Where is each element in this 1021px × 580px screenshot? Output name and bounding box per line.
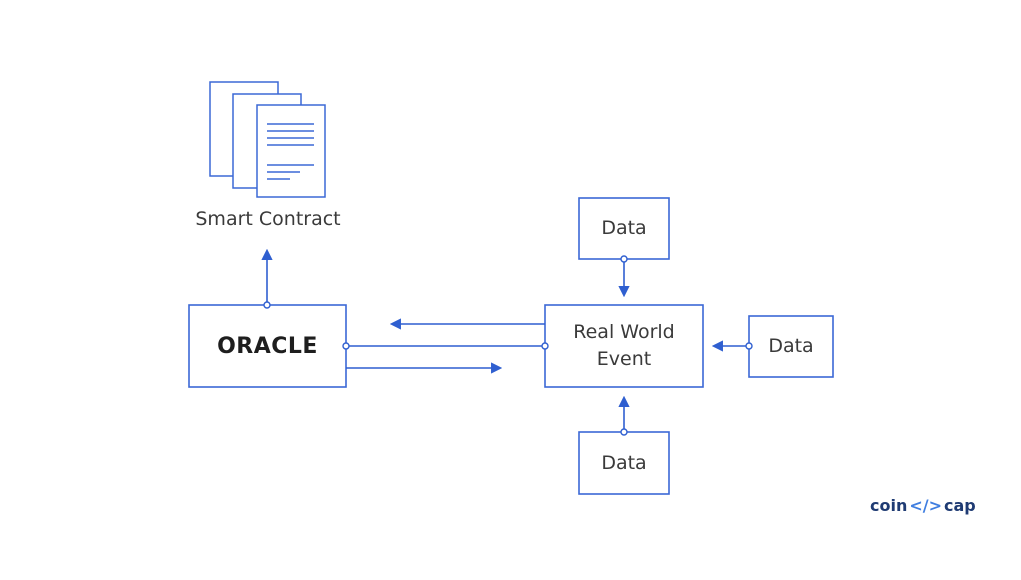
data-box-bottom [578,431,670,495]
coincap-logo: coin </> cap [870,496,976,515]
data-right-label: Data [768,335,814,357]
data-bottom-label: Data [601,451,647,474]
smart-contract-label: Smart Contract [195,208,341,230]
data-box-right [748,315,834,378]
oracle-box [188,304,347,388]
data-box-top [578,197,670,260]
data-top-label: Data [601,217,647,239]
logo-text-coin: coin [870,496,908,515]
oracle-top-connector [263,301,271,309]
document-sheet-front [256,104,326,198]
data-bottom-connector [620,428,628,436]
oracle-right-connector [342,342,350,350]
logo-text-cap: cap [944,496,976,515]
logo-code-glyph: </> [909,496,943,515]
oracle-label: ORACLE [217,333,318,359]
data-right-connector [745,342,753,350]
smart-contract-icon [209,81,326,198]
event-left-connector [541,342,549,350]
data-top-connector [620,255,628,263]
event-label: Real World Event [573,321,675,370]
